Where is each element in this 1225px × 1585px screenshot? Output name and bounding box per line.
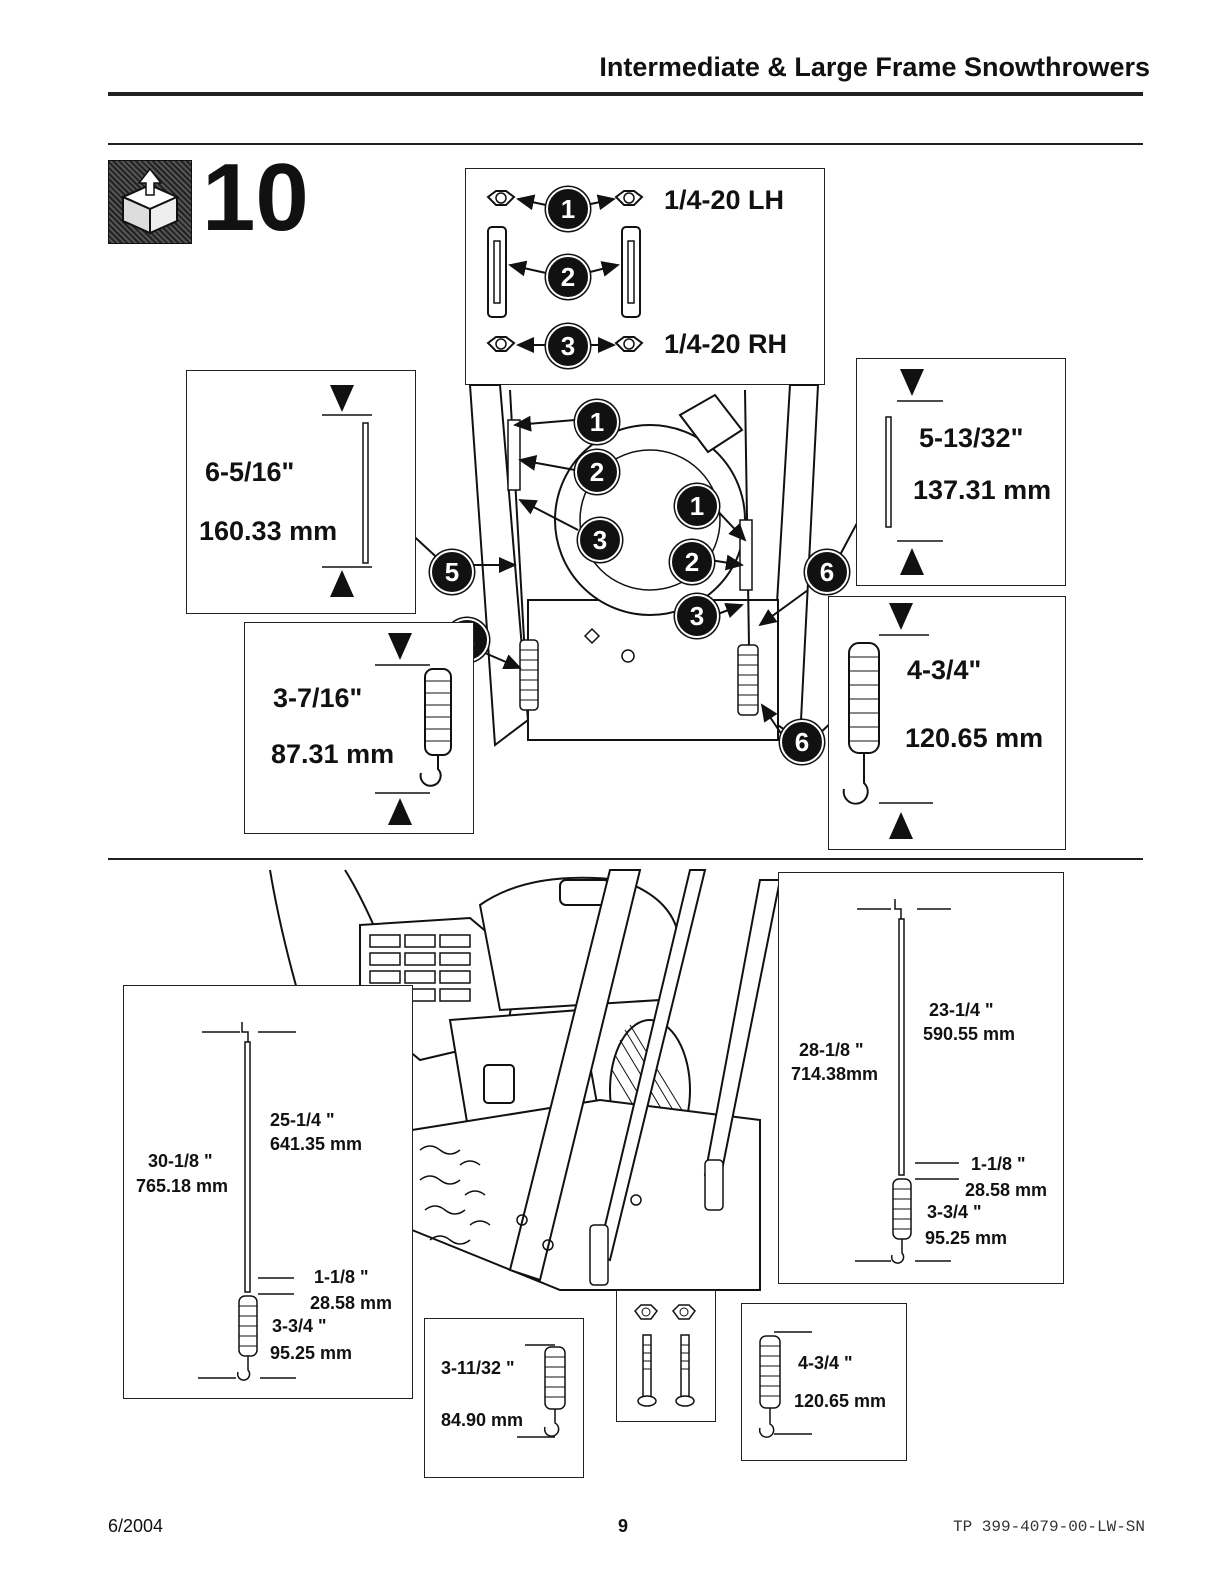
rod-left-metric: 160.33 mm [199,516,338,546]
rod-right-metric: 137.31 mm [913,475,1052,505]
hex-nut-icon [672,1304,696,1320]
bl-rod-imperial: 25-1/4 " [270,1110,335,1130]
header-rule [108,92,1143,96]
hardware-drawing [486,190,644,353]
medium-spring-panel: 4-3/4 " 120.65 mm [741,1303,907,1461]
section-divider [108,858,1143,860]
page-number: 9 [618,1516,629,1536]
br-gap-imperial: 1-1/8 " [971,1154,1026,1174]
step-top-rule [108,143,1143,145]
br-gap-metric: 28.58 mm [965,1180,1048,1200]
page-header-title: Intermediate & Large Frame Snowthrowers [599,52,1150,82]
bl-gap-imperial: 1-1/8 " [314,1267,369,1287]
hex-nut-lh-right [614,190,644,206]
br-rod-metric: 590.55 mm [923,1024,1016,1044]
spring-right-installed [737,644,759,716]
spring-left-metric: 87.31 mm [271,739,395,769]
bottom-right-rod-panel: 23-1/4 " 590.55 mm 28-1/8 " 714.38mm 1-1… [778,872,1064,1284]
medium-spring-imperial: 4-3/4 " [798,1353,853,1373]
spring-right-metric: 120.65 mm [905,723,1044,753]
callout-2-left: 2 [575,450,619,494]
footer-date: 6/2004 [108,1516,164,1536]
bl-overall-metric: 765.18 mm [136,1176,229,1196]
br-spring-imperial: 3-3/4 " [927,1202,982,1222]
rod-right-panel: 5-13/32" 137.31 mm [856,358,1066,586]
rod-right-imperial: 5-13/32" [919,423,1024,453]
callout-2-right: 2 [670,540,714,584]
bl-rod-metric: 641.35 mm [270,1134,363,1154]
hardware-panel: 1 2 3 1/4-20 LH 1/4-20 RH [465,168,825,385]
hex-nut-rh-right [614,336,644,352]
small-spring-metric: 84.90 mm [441,1410,524,1430]
callout-2: 2 [546,255,590,299]
bl-overall-imperial: 30-1/8 " [148,1151,213,1171]
rod-left-panel: 6-5/16" 160.33 mm [186,370,416,614]
turnbuckle-right [621,226,641,318]
rod-left-imperial: 6-5/16" [205,457,295,487]
callout-6-lower: 6 [780,720,824,764]
callout-3-right: 3 [675,594,719,638]
small-spring-imperial: 3-11/32 " [441,1358,515,1378]
bl-spring-metric: 95.25 mm [270,1343,353,1363]
carriage-bolt-icon [675,1334,695,1407]
turnbuckle-left [487,226,507,318]
br-overall-imperial: 28-1/8 " [799,1040,864,1060]
hex-nut-lh-left [486,190,516,206]
br-spring-metric: 95.25 mm [925,1228,1008,1248]
step-number: 10 [202,144,309,251]
top-machine-drawing [378,384,881,747]
spring-left-panel: 3-7/16" 87.31 mm [244,622,474,834]
spring-right-imperial: 4-3/4" [907,655,982,685]
callout-5: 5 [430,550,474,594]
bolt-hardware-panel [616,1290,716,1422]
br-overall-metric: 714.38mm [791,1064,879,1084]
small-spring-panel: 3-11/32 " 84.90 mm [424,1318,584,1478]
footer-doc-code: TP 399-4079-00-LW-SN [952,1518,1145,1536]
box-unpack-icon [108,160,192,244]
hex-nut-rh-left [486,336,516,352]
bl-gap-metric: 28.58 mm [310,1293,393,1313]
callout-3: 3 [546,324,590,368]
bottom-left-rod-panel: 25-1/4 " 641.35 mm 30-1/8 " 765.18 mm 1-… [123,985,413,1399]
medium-spring-metric: 120.65 mm [794,1391,887,1411]
callout-3-left: 3 [578,518,622,562]
callout-1-right: 1 [675,484,719,528]
br-rod-imperial: 23-1/4 " [929,1000,994,1020]
bl-spring-imperial: 3-3/4 " [272,1316,327,1336]
callout-6-upper: 6 [805,550,849,594]
rh-thread-label: 1/4-20 RH [664,329,788,359]
spring-left-imperial: 3-7/16" [273,683,363,713]
spring-right-panel: 4-3/4" 120.65 mm [828,596,1066,850]
carriage-bolt-icon [637,1334,657,1407]
callout-1: 1 [546,187,590,231]
callout-1-left: 1 [575,400,619,444]
hex-nut-icon [634,1304,658,1320]
spring-left-installed [519,639,539,711]
lh-thread-label: 1/4-20 LH [664,185,785,215]
